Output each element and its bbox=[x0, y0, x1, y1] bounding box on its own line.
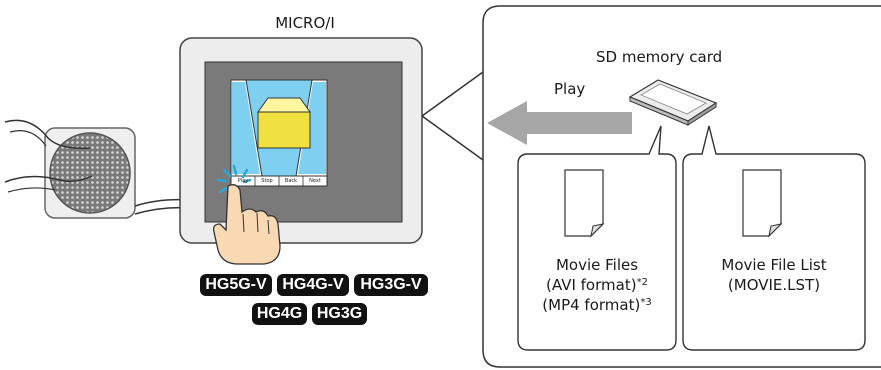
movie-list-line2: (MOVIE.LST) bbox=[727, 276, 821, 294]
callout-line-bottom bbox=[421, 115, 484, 161]
screen-next-button: Next bbox=[309, 178, 321, 184]
movie-list-text: Movie File List (MOVIE.LST) bbox=[683, 255, 865, 295]
screen-button-bar: Play Stop Back Next bbox=[231, 177, 327, 186]
movie-files-text: Movie Files (AVI format)*2 (MP4 format)*… bbox=[518, 255, 676, 315]
movie-list-line1: Movie File List bbox=[721, 256, 827, 274]
play-arrow-label: Play bbox=[554, 80, 586, 98]
finger-icon bbox=[212, 184, 281, 265]
sd-card-icon bbox=[628, 79, 718, 126]
model-badge-hg4g: HG4G bbox=[252, 303, 307, 325]
callout-line-top bbox=[421, 71, 484, 117]
footnote-3: *3 bbox=[640, 297, 652, 308]
movie-list-bubble bbox=[682, 125, 866, 351]
movie-files-line2: (AVI format)*2 bbox=[546, 276, 648, 294]
screen-stop-button: Stop bbox=[261, 178, 273, 184]
micro-i-device bbox=[179, 37, 423, 244]
model-badge-hg3g: HG3G bbox=[312, 303, 367, 325]
movie-files-bubble bbox=[517, 125, 677, 351]
play-arrow bbox=[487, 101, 632, 145]
movie-files-line3: (MP4 format)*3 bbox=[542, 296, 652, 314]
tap-indicator bbox=[216, 164, 252, 194]
movie-list-document-icon bbox=[742, 169, 783, 238]
movie-files-line1: Movie Files bbox=[555, 256, 639, 274]
model-badge-hg4g-v: HG4G-V bbox=[277, 274, 349, 296]
screen-play-button: Play bbox=[237, 178, 249, 184]
model-badge-hg5g-v: HG5G-V bbox=[200, 274, 272, 296]
model-badge-hg3g-v: HG3G-V bbox=[354, 274, 428, 296]
screen-back-button: Back bbox=[284, 178, 298, 184]
sd-card-label: SD memory card bbox=[596, 48, 723, 66]
speaker-icon bbox=[4, 119, 193, 219]
movie-file-document-icon bbox=[564, 169, 605, 238]
footnote-2: *2 bbox=[636, 277, 648, 288]
device-title: MICRO/I bbox=[275, 14, 335, 32]
